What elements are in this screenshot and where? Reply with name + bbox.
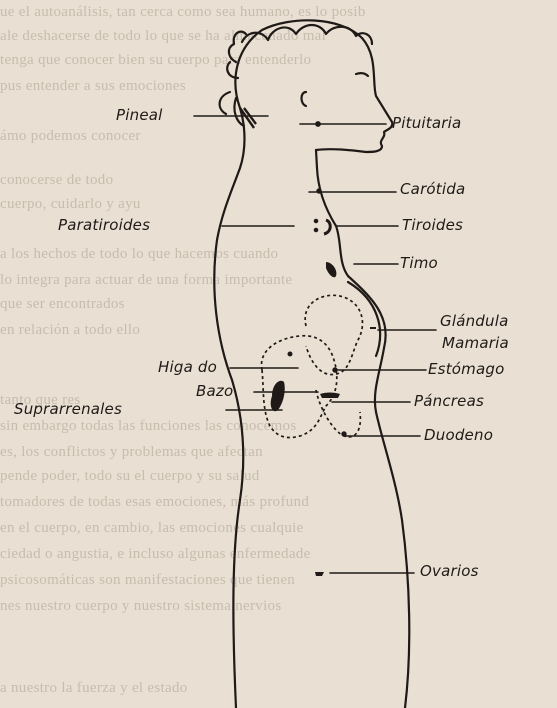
- eye: [356, 73, 368, 76]
- liver-outline: [261, 336, 336, 438]
- label-glandula: Glándula: [440, 312, 508, 330]
- body-outline-front: [316, 150, 409, 708]
- breast-curve: [348, 282, 380, 356]
- stomach-outline: [305, 295, 362, 374]
- suprarrenal-gland: [271, 381, 285, 411]
- label-tiroides: Tiroides: [402, 216, 463, 234]
- tiroides-gland: [324, 220, 330, 234]
- label-ovarios: Ovarios: [420, 562, 479, 580]
- label-mamaria: Mamaria: [442, 334, 509, 352]
- timo-gland: [326, 262, 336, 277]
- label-pineal: Pineal: [116, 106, 163, 124]
- hair-wave-1: [242, 25, 372, 44]
- bazo-mark: [288, 352, 292, 356]
- label-pituitaria: Pituitaria: [392, 114, 461, 132]
- label-suprarrenales: Suprarrenales: [14, 400, 122, 418]
- hair-wave-2: [229, 32, 246, 62]
- label-timo: Timo: [400, 254, 438, 272]
- paratiroides-gland-1: [314, 219, 318, 223]
- paratiroides-gland-2: [314, 228, 318, 232]
- ear: [302, 92, 307, 106]
- head-outline: [235, 20, 392, 152]
- pancreas-mark: [320, 393, 340, 399]
- label-higado: Higa do: [158, 358, 217, 376]
- label-duodeno: Duodeno: [424, 426, 493, 444]
- label-paratiroides: Paratiroides: [58, 216, 150, 234]
- label-bazo: Bazo: [196, 382, 233, 400]
- label-carotida: Carótida: [400, 180, 465, 198]
- body-outline-back: [214, 108, 244, 708]
- label-pancreas: Páncreas: [414, 392, 484, 410]
- estomago-mark: [333, 368, 337, 372]
- label-estomago: Estómago: [428, 360, 504, 378]
- ovario-mark: [315, 572, 324, 576]
